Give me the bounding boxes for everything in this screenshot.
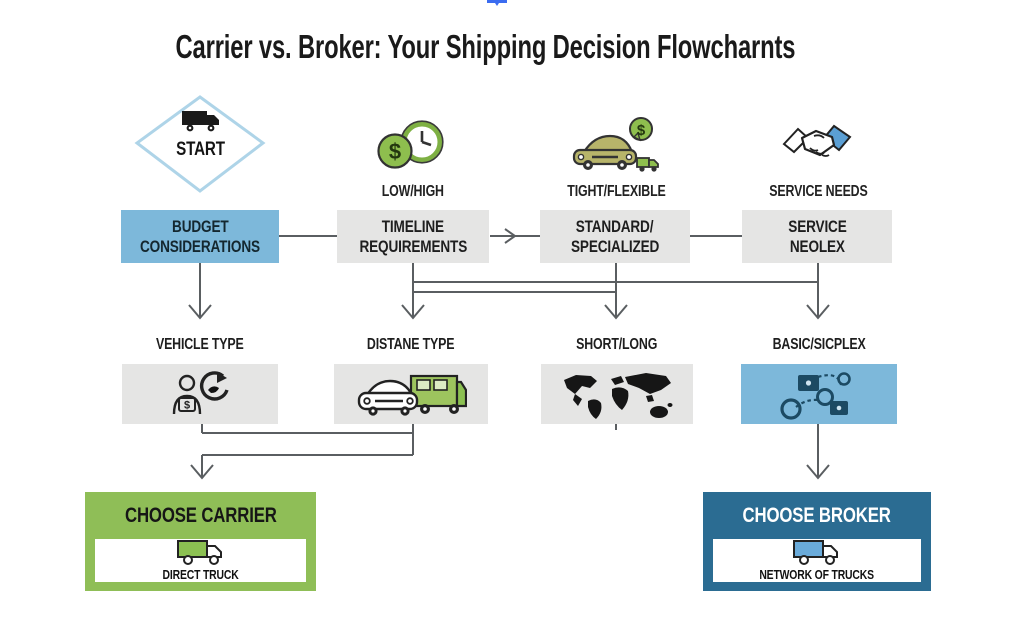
- car-money-icon: $: [572, 117, 659, 172]
- box-distance-type: [334, 364, 488, 424]
- label-distance-type: DISTANE TYPE: [367, 336, 455, 353]
- label-short-long: SHORT/LONG: [576, 336, 658, 353]
- carrier-inner-panel: DIRECT TRUCK: [95, 539, 306, 582]
- broker-inner-panel: NETWORK OF TRUCKS: [713, 539, 921, 582]
- label-vehicle-type: VEHICLE TYPE: [156, 336, 244, 353]
- green-truck-icon: [176, 540, 222, 565]
- choose-broker-title: CHOOSE BROKER: [742, 503, 892, 527]
- broker-subtitle: NETWORK OF TRUCKS: [759, 567, 875, 582]
- caption-service: SERVICE NEEDS: [768, 183, 868, 200]
- start-label: START: [175, 139, 225, 160]
- blue-truck-icon: [793, 540, 838, 565]
- page-title: Carrier vs. Broker: Your Shipping Decisi…: [175, 28, 795, 65]
- svg-text:$: $: [637, 122, 646, 139]
- money-clock-icon: $: [377, 120, 444, 169]
- start-diamond: [134, 95, 266, 193]
- box-service-neolex: SERVICE NEOLEX: [742, 210, 892, 263]
- outcome-choose-carrier: CHOOSE CARRIER DIRECT TRUCK: [85, 492, 316, 591]
- svg-text:$: $: [184, 400, 190, 412]
- box-timeline-requirements: TIMELINE REQUIREMENTS: [337, 210, 489, 263]
- carrier-subtitle: DIRECT TRUCK: [162, 567, 239, 582]
- svg-text:$: $: [389, 139, 401, 164]
- handshake-icon: [782, 124, 852, 157]
- box-budget-considerations: BUDGET CONSIDERATIONS: [121, 210, 279, 263]
- box-vehicle-type: $: [122, 364, 278, 424]
- caption-timeline: LOW/HIGH: [381, 183, 445, 200]
- start-truck-icon: [182, 111, 219, 132]
- label-basic-sicplex: BASIC/SICPLEX: [772, 336, 866, 353]
- network-nodes-icon: [780, 372, 851, 420]
- person-money-cycle-icon: $: [172, 371, 229, 415]
- caption-standard: TIGHT/FLEXIBLE: [566, 183, 666, 200]
- car-van-icon: [357, 374, 467, 416]
- box-standard-specialized: STANDARD/ SPECIALIZED: [540, 210, 690, 263]
- outcome-choose-broker: CHOOSE BROKER NETWORK OF TRUCKS: [703, 492, 931, 591]
- world-map-icon: [564, 373, 673, 419]
- box-short-long: [541, 364, 693, 424]
- choose-carrier-title: CHOOSE CARRIER: [124, 503, 277, 527]
- cropped-logo-icon: [487, 0, 507, 6]
- box-basic-sicplex: [741, 364, 897, 424]
